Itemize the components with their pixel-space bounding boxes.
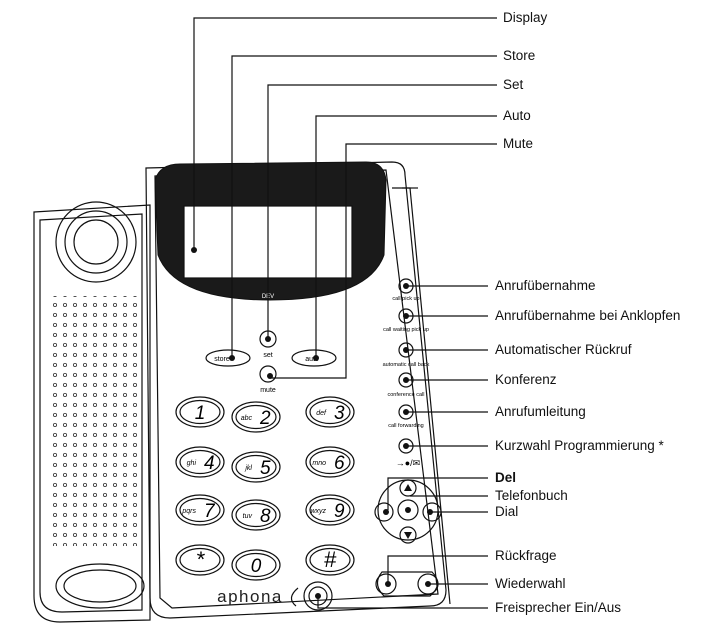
speakerphone-button[interactable] bbox=[290, 581, 333, 611]
key-star[interactable]: * bbox=[175, 544, 225, 576]
leader-lines bbox=[191, 17, 497, 609]
callout-rueckfrage: Rückfrage bbox=[495, 548, 557, 563]
keypad: 1 abc 2 def 3 ghi 4 jkl 5 mno 6 pqrs 7 tuv 8 wxyz 9 * 0 # bbox=[175, 396, 355, 581]
store-button[interactable]: store bbox=[205, 349, 251, 367]
key-letters: wxyz bbox=[310, 508, 326, 515]
speed-dial-button[interactable]: →●/✉ bbox=[396, 438, 420, 468]
conference-call-button[interactable]: conference call bbox=[388, 372, 425, 398]
speed-dial-label: →●/✉ bbox=[396, 458, 420, 468]
handset bbox=[33, 201, 151, 623]
key-letters: tuv bbox=[243, 513, 253, 520]
key-letters: pqrs bbox=[181, 508, 196, 515]
key-hash[interactable]: # bbox=[305, 544, 355, 576]
auto-button[interactable]: auto bbox=[291, 349, 337, 367]
callout-telefonbuch: Telefonbuch bbox=[495, 488, 568, 503]
callout-anrufuebernahme: Anrufübernahme bbox=[495, 278, 596, 293]
key-digit: 5 bbox=[260, 458, 271, 479]
arrow-down-icon bbox=[404, 532, 412, 539]
callout-rueckruf: Automatischer Rückruf bbox=[495, 342, 632, 357]
callout-kurzwahl: Kurzwahl Programmierung * bbox=[495, 438, 664, 453]
callout-set: Set bbox=[503, 77, 524, 92]
key-3[interactable]: def 3 bbox=[305, 396, 355, 428]
key-1[interactable]: 1 bbox=[175, 396, 225, 428]
brand-logo: aphona bbox=[217, 587, 283, 606]
key-9[interactable]: wxyz 9 bbox=[305, 494, 355, 526]
key-digit: 2 bbox=[259, 408, 271, 429]
key-digit: 1 bbox=[195, 403, 206, 424]
key-digit: 3 bbox=[334, 403, 345, 424]
key-digit: 4 bbox=[204, 453, 215, 474]
set-label: set bbox=[263, 352, 272, 359]
call-forwarding-button[interactable]: call forwarding bbox=[388, 404, 424, 429]
key-7[interactable]: pqrs 7 bbox=[175, 494, 225, 526]
arrow-up-icon bbox=[404, 484, 412, 491]
key-digit: 0 bbox=[251, 556, 262, 577]
auto-label: auto bbox=[305, 356, 319, 363]
automatic-call-back-label: automatic call back bbox=[383, 362, 430, 368]
key-letters: jkl bbox=[244, 465, 252, 472]
speaker-grille bbox=[48, 296, 140, 546]
key-digit: 9 bbox=[334, 501, 345, 522]
callout-wiederwahl: Wiederwahl bbox=[495, 576, 566, 591]
key-0[interactable]: 0 bbox=[231, 549, 281, 581]
mute-button[interactable]: mute bbox=[259, 365, 277, 394]
mute-label: mute bbox=[260, 387, 276, 394]
key-8[interactable]: tuv 8 bbox=[231, 499, 281, 531]
key-letters: abc bbox=[241, 415, 253, 422]
callout-anklopfen: Anrufübernahme bei Anklopfen bbox=[495, 308, 681, 323]
key-letters: def bbox=[316, 410, 327, 417]
callout-konferenz: Konferenz bbox=[495, 372, 557, 387]
key-6[interactable]: mno 6 bbox=[305, 446, 355, 478]
call-pick-up-label: call pick up bbox=[392, 296, 419, 302]
key-letters: ghi bbox=[187, 460, 197, 467]
callout-display: Display bbox=[503, 10, 548, 25]
key-digit: 6 bbox=[334, 453, 345, 474]
store-label: store bbox=[214, 356, 230, 363]
key-digit: * bbox=[196, 547, 206, 572]
callout-mute: Mute bbox=[503, 136, 534, 151]
callout-freisprecher: Freisprecher Ein/Aus bbox=[495, 600, 622, 615]
key-5[interactable]: jkl 5 bbox=[231, 451, 281, 483]
key-digit: 8 bbox=[260, 506, 271, 527]
callout-umleitung: Anrufumleitung bbox=[495, 404, 586, 419]
call-waiting-pick-up-label: call waiting pick up bbox=[383, 327, 429, 333]
navigation-pad[interactable] bbox=[374, 479, 442, 544]
callout-auto: Auto bbox=[503, 108, 531, 123]
callout-dial: Dial bbox=[495, 504, 519, 519]
key-4[interactable]: ghi 4 bbox=[175, 446, 225, 478]
conference-call-label: conference call bbox=[388, 392, 425, 398]
key-digit: # bbox=[324, 547, 337, 572]
display-housing bbox=[154, 161, 387, 301]
callout-del: Del bbox=[495, 470, 517, 485]
key-digit: 7 bbox=[204, 501, 216, 522]
callout-store: Store bbox=[503, 48, 536, 63]
key-letters: mno bbox=[312, 460, 326, 467]
key-2[interactable]: abc 2 bbox=[231, 401, 281, 433]
call-forwarding-label: call forwarding bbox=[388, 423, 423, 429]
